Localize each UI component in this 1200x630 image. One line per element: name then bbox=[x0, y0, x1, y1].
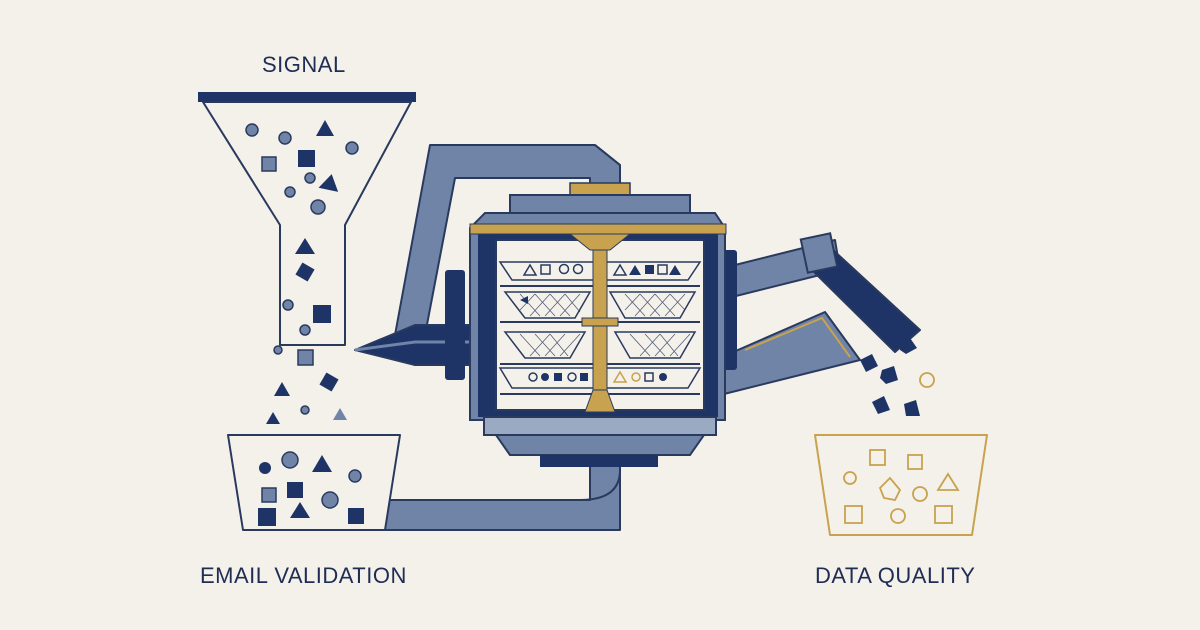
output-bin-icon bbox=[814, 434, 988, 536]
email-validation-label: EMAIL VALIDATION bbox=[200, 563, 407, 588]
tier4-shapes bbox=[528, 370, 667, 383]
falling-particles bbox=[266, 299, 347, 424]
chute-icon bbox=[714, 232, 921, 353]
data-quality-label: DATA QUALITY bbox=[815, 563, 976, 588]
signal-label: SIGNAL bbox=[262, 52, 346, 77]
tier1-shapes bbox=[522, 263, 681, 276]
funnel-icon bbox=[198, 92, 416, 346]
sorting-machine-icon bbox=[445, 182, 737, 467]
output-particles bbox=[860, 338, 935, 416]
input-bin-icon bbox=[227, 434, 401, 531]
